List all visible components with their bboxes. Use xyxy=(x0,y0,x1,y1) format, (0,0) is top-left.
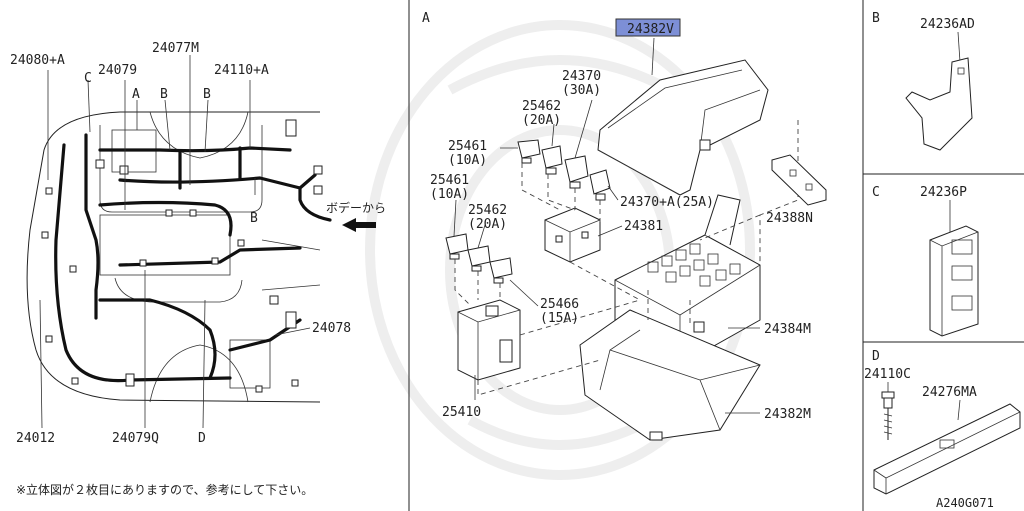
label-24110C: 24110C xyxy=(864,367,911,382)
fuse-box-lower-tray xyxy=(579,309,761,441)
label-24381: 24381 xyxy=(624,219,663,234)
label-24236AD: 24236AD xyxy=(920,17,975,32)
label-24077M: 24077M xyxy=(152,41,199,56)
label-24384M: 24384M xyxy=(764,322,811,337)
panel-d-title: D xyxy=(872,349,880,364)
label-24370A: 24370+A(25A) xyxy=(620,195,714,210)
fuse-30a xyxy=(564,155,589,189)
panel-dividers xyxy=(408,0,1024,511)
label-24079: 24079 xyxy=(98,63,137,78)
label-25466: 25466 xyxy=(540,297,579,312)
panel-c-title: C xyxy=(872,185,880,200)
label-ref-b1: B xyxy=(160,87,168,102)
detail-panel-d: D 24110C 24276MA A240G071 xyxy=(864,349,1021,510)
fuse-15a xyxy=(489,257,513,284)
label-24382V[interactable]: 24382V xyxy=(627,22,674,37)
fuse-box-panel-a: A 24382V xyxy=(422,11,827,441)
label-24078: 24078 xyxy=(312,321,351,336)
label-24080A: 24080+A xyxy=(10,53,65,68)
bracket-24236AD xyxy=(905,57,973,151)
label-from-body: ボデーから xyxy=(326,200,386,215)
label-24370: 24370 xyxy=(562,69,601,84)
label-ref-c: C xyxy=(84,71,92,86)
detail-panel-c: C 24236P xyxy=(872,185,979,337)
label-25461-lower-amp: (10A) xyxy=(430,187,469,202)
fuse-box-cover xyxy=(597,59,769,196)
label-ref-a: A xyxy=(132,87,140,102)
fuse-10a-top xyxy=(517,139,541,164)
bracket-24388N xyxy=(771,154,827,206)
vehicle-body-outline xyxy=(26,111,321,403)
label-25461-top-amp: (10A) xyxy=(448,153,487,168)
left-leader-lines xyxy=(39,55,311,429)
engine-harness-panel: 24080+A C 24079 24077M 24110+A A B B B ボ… xyxy=(10,41,386,497)
label-24110A: 24110+A xyxy=(214,63,269,78)
fuse-20a-lower xyxy=(467,245,491,272)
label-25466-amp: (15A) xyxy=(540,311,579,326)
from-body-arrow-icon xyxy=(342,218,376,232)
reference-note: ※立体図が２枚目にありますので、参考にして下さい。 xyxy=(16,482,313,497)
relay-block xyxy=(544,207,601,263)
watermark-emblem xyxy=(365,20,755,480)
connector-25410 xyxy=(457,299,521,381)
assembly-dash-lines xyxy=(454,120,799,396)
label-24012: 24012 xyxy=(16,431,55,446)
harness-connectors xyxy=(41,119,323,393)
label-25462-top-amp: (20A) xyxy=(522,113,561,128)
label-25461-lower: 25461 xyxy=(430,173,469,188)
label-24388N: 24388N xyxy=(766,211,813,226)
fuse-25a xyxy=(589,169,611,201)
highlight-24382V[interactable] xyxy=(615,18,681,37)
diagram-code: A240G071 xyxy=(936,496,994,510)
harness-wire-main xyxy=(54,143,232,383)
label-25462-top: 25462 xyxy=(522,99,561,114)
label-25410: 25410 xyxy=(442,405,481,420)
panel-b-title: B xyxy=(872,11,880,26)
label-24276MA: 24276MA xyxy=(922,385,977,400)
panel-a-title: A xyxy=(422,11,430,26)
bolt-24110C xyxy=(881,391,895,440)
block-24236P xyxy=(929,225,979,337)
label-25462-lower: 25462 xyxy=(468,203,507,218)
fuse-20a-top xyxy=(541,145,563,175)
label-24370-amp: (30A) xyxy=(562,83,601,98)
label-25462-lower-amp: (20A) xyxy=(468,217,507,232)
label-ref-d: D xyxy=(198,431,206,446)
label-24079Q: 24079Q xyxy=(112,431,159,446)
detail-panel-b: B 24236AD xyxy=(872,11,975,151)
label-25461-top: 25461 xyxy=(448,139,487,154)
label-24236P: 24236P xyxy=(920,185,967,200)
clip-24276MA xyxy=(873,403,1021,495)
label-ref-b2: B xyxy=(203,87,211,102)
label-24382M: 24382M xyxy=(764,407,811,422)
label-ref-b3: B xyxy=(250,211,258,226)
